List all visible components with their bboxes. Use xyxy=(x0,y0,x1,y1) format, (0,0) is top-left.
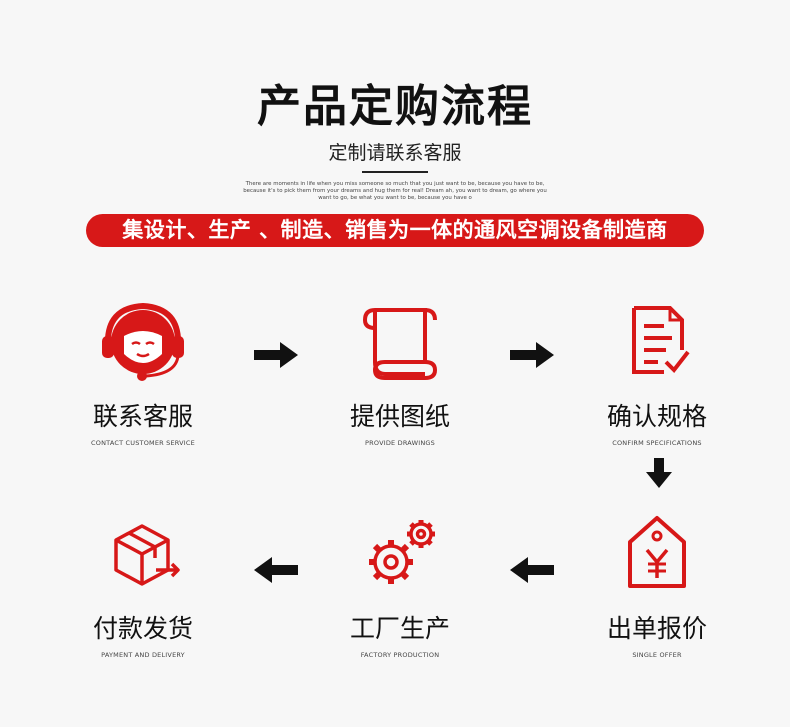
page-subtitle: 定制请联系客服 xyxy=(328,142,462,164)
gears-icon xyxy=(369,520,435,584)
step-label: 出单报价 xyxy=(606,614,707,643)
step-factory-production: 工厂生产 FACTORY PRODUCTION xyxy=(305,512,495,660)
step-label: 确认规格 xyxy=(606,402,707,431)
step-english-label: CONTACT CUSTOMER SERVICE xyxy=(91,439,195,447)
arrow-left-icon xyxy=(510,557,554,583)
step-label: 工厂生产 xyxy=(349,614,450,643)
package-delivery-icon xyxy=(114,524,180,586)
arrow-right-icon xyxy=(510,342,554,368)
scroll-drawing-icon xyxy=(362,308,438,380)
step-single-offer: 出单报价 SINGLE OFFER xyxy=(562,512,752,660)
step-english-label: FACTORY PRODUCTION xyxy=(360,651,440,659)
step-english-label: CONFIRM SPECIFICATIONS xyxy=(612,439,702,447)
arrow-right-icon xyxy=(254,342,298,368)
decorative-english-text: There are moments in life when you miss … xyxy=(243,181,547,201)
step-english-label: SINGLE OFFER xyxy=(632,651,682,659)
company-banner: 集设计、生产 、制造、销售为一体的通风空调设备制造商 xyxy=(86,214,704,247)
arrow-left-icon xyxy=(254,557,298,583)
page-title: 产品定购流程 xyxy=(257,81,533,132)
step-contact-customer-service: 联系客服 CONTACT CUSTOMER SERVICE xyxy=(48,300,238,448)
headset-agent-icon xyxy=(102,302,184,381)
step-english-label: PAYMENT AND DELIVERY xyxy=(101,651,185,659)
step-english-label: PROVIDE DRAWINGS xyxy=(365,439,435,447)
arrow-down-icon xyxy=(646,458,672,488)
step-label: 付款发货 xyxy=(92,614,193,643)
subtitle-underline xyxy=(362,171,428,173)
step-payment-delivery: 付款发货 PAYMENT AND DELIVERY xyxy=(48,512,238,660)
step-provide-drawings: 提供图纸 PROVIDE DRAWINGS xyxy=(305,300,495,448)
step-label: 联系客服 xyxy=(92,402,193,431)
step-label: 提供图纸 xyxy=(349,402,450,431)
step-confirm-specifications: 确认规格 CONFIRM SPECIFICATIONS xyxy=(562,300,752,448)
price-tag-yen-icon xyxy=(628,516,686,588)
document-check-icon xyxy=(632,306,690,374)
